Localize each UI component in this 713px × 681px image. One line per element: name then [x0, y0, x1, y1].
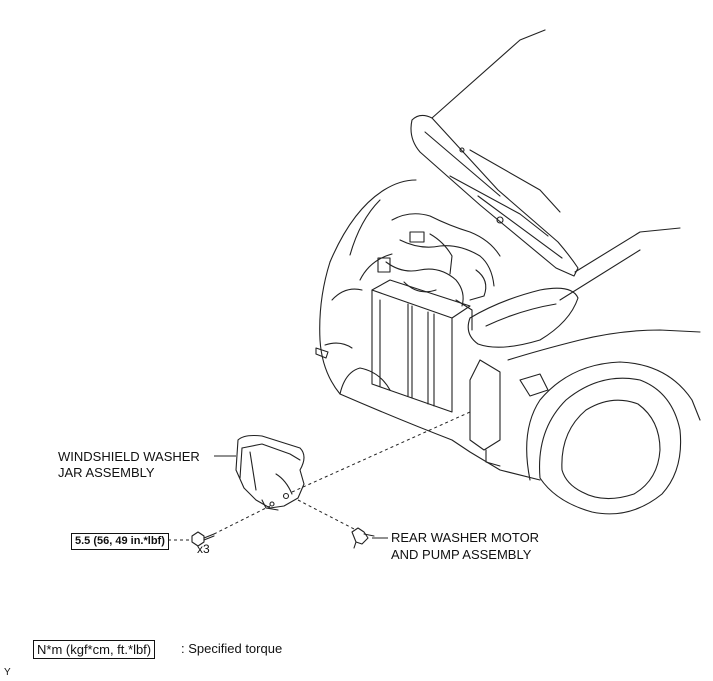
legend-description: : Specified torque: [181, 641, 283, 656]
rear-motor-label-line2: AND PUMP ASSEMBLY: [391, 547, 532, 562]
jar-bolt-icon: [191, 531, 215, 547]
front-tire: [538, 377, 682, 515]
motor-mount-area: [469, 359, 549, 467]
open-hood: [410, 29, 579, 277]
rear-washer-motor-icon: [351, 527, 375, 549]
engine-bay: [359, 213, 501, 331]
windshield: [559, 227, 681, 301]
legend-unit-box: N*m (kgf*cm, ft.*lbf): [33, 640, 156, 659]
washer-jar-label-line1: WINDSHIELD WASHER: [58, 449, 200, 464]
fender: [507, 329, 701, 481]
washer-jar-assembly: [235, 434, 305, 511]
rear-motor-label-line1: REAR WASHER MOTOR: [391, 530, 540, 545]
torque-spec-box: 5.5 (56, 49 in.*lbf): [71, 533, 169, 550]
radiator: [371, 279, 471, 413]
bolt-quantity-label: x3: [197, 542, 210, 556]
vehicle-body: [315, 179, 541, 481]
corner-mark: Y: [4, 667, 11, 678]
headlight: [467, 287, 579, 348]
washer-jar-label-line2: JAR ASSEMBLY: [58, 465, 155, 480]
